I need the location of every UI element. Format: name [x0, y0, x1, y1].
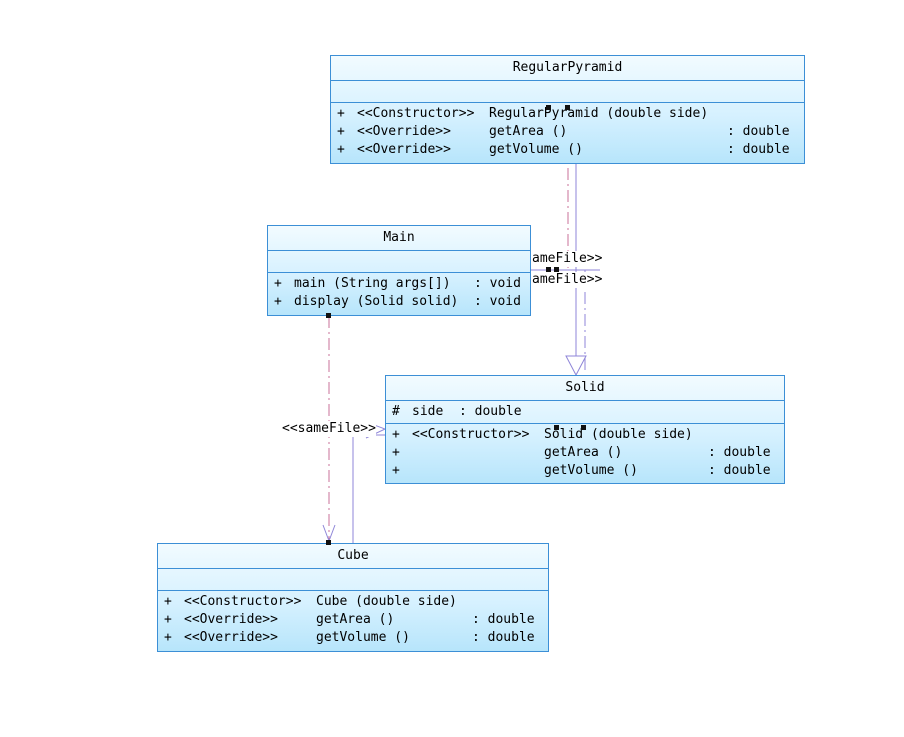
stereotype: <<Override>> — [184, 630, 278, 645]
attribute-text: side : double — [412, 404, 522, 419]
class-cube[interactable]: Cube + <<Constructor>> Cube (double side… — [157, 543, 549, 652]
class-name: Main — [268, 226, 530, 251]
signature: getArea () — [544, 445, 623, 460]
selection-handle[interactable] — [326, 540, 331, 545]
return-type: : double — [727, 124, 790, 139]
stereotype: <<Constructor>> — [412, 427, 530, 442]
signature: getVolume () — [489, 142, 583, 157]
visibility: + — [274, 294, 282, 309]
class-name: Cube — [158, 544, 548, 569]
operation-row[interactable]: + <<Constructor>> Cube (double side) — [164, 593, 548, 611]
visibility: + — [164, 630, 172, 645]
visibility: + — [164, 594, 172, 609]
operations-compartment: + main (String args[]) : void + display … — [268, 273, 530, 313]
connector-label-samefile-2[interactable]: ameFile>> — [532, 272, 603, 288]
signature: Solid (double side) — [544, 427, 693, 442]
operation-row[interactable]: + getArea () : double — [392, 444, 784, 462]
return-type: : double — [727, 142, 790, 157]
visibility: + — [337, 106, 345, 121]
operation-row[interactable]: + <<Override>> getVolume () : double — [337, 141, 804, 159]
stereotype: <<Override>> — [184, 612, 278, 627]
visibility: + — [392, 427, 400, 442]
operation-row[interactable]: + <<Override>> getVolume () : double — [164, 629, 548, 647]
selection-handle[interactable] — [554, 425, 559, 430]
return-type: : double — [472, 630, 535, 645]
visibility: + — [337, 124, 345, 139]
operation-row[interactable]: + <<Override>> getArea () : double — [337, 123, 804, 141]
visibility: + — [164, 612, 172, 627]
attributes-compartment: # side : double — [386, 401, 784, 424]
operation-row[interactable]: + display (Solid solid) : void — [274, 293, 530, 311]
stereotype: <<Override>> — [357, 124, 451, 139]
operation-row[interactable]: + main (String args[]) : void — [274, 275, 530, 293]
selection-handle[interactable] — [554, 267, 559, 272]
class-name: Solid — [386, 376, 784, 401]
signature: RegularPyramid (double side) — [489, 106, 709, 121]
connector-label-samefile-3[interactable]: <<sameFile>> — [282, 421, 376, 437]
signature: display (Solid solid) — [294, 294, 459, 309]
visibility: + — [392, 445, 400, 460]
selection-handle[interactable] — [565, 105, 570, 110]
attributes-compartment — [158, 569, 548, 591]
visibility: # — [392, 404, 400, 419]
class-name: RegularPyramid — [331, 56, 804, 81]
attributes-compartment — [268, 251, 530, 273]
signature: getArea () — [489, 124, 568, 139]
visibility: + — [392, 463, 400, 478]
visibility: + — [337, 142, 345, 157]
signature: Cube (double side) — [316, 594, 457, 609]
return-type: : double — [708, 445, 771, 460]
selection-handle[interactable] — [326, 313, 331, 318]
stereotype: <<Constructor>> — [184, 594, 302, 609]
signature: getVolume () — [316, 630, 410, 645]
selection-handle[interactable] — [546, 105, 551, 110]
return-type: : void — [474, 294, 521, 309]
signature: main (String args[]) — [294, 276, 451, 291]
operations-compartment: + <<Constructor>> Cube (double side) + <… — [158, 591, 548, 649]
stereotype: <<Constructor>> — [357, 106, 475, 121]
visibility: + — [274, 276, 282, 291]
attribute-row[interactable]: # side : double — [392, 403, 784, 421]
stereotype: <<Override>> — [357, 142, 451, 157]
operation-row[interactable]: + getVolume () : double — [392, 462, 784, 480]
operation-row[interactable]: + <<Constructor>> RegularPyramid (double… — [337, 105, 804, 123]
operation-row[interactable]: + <<Constructor>> Solid (double side) — [392, 426, 784, 444]
operation-row[interactable]: + <<Override>> getArea () : double — [164, 611, 548, 629]
signature: getArea () — [316, 612, 395, 627]
signature: getVolume () — [544, 463, 638, 478]
selection-handle[interactable] — [546, 267, 551, 272]
class-main[interactable]: Main + main (String args[]) : void + dis… — [267, 225, 531, 316]
return-type: : double — [708, 463, 771, 478]
return-type: : double — [472, 612, 535, 627]
selection-handle[interactable] — [581, 425, 586, 430]
attributes-compartment — [331, 81, 804, 103]
connector-label-samefile-1[interactable]: ameFile>> — [532, 251, 603, 267]
realization-arrowhead-solid — [565, 355, 587, 377]
operations-compartment: + <<Constructor>> Solid (double side) + … — [386, 424, 784, 482]
operations-compartment: + <<Constructor>> RegularPyramid (double… — [331, 103, 804, 161]
return-type: : void — [474, 276, 521, 291]
